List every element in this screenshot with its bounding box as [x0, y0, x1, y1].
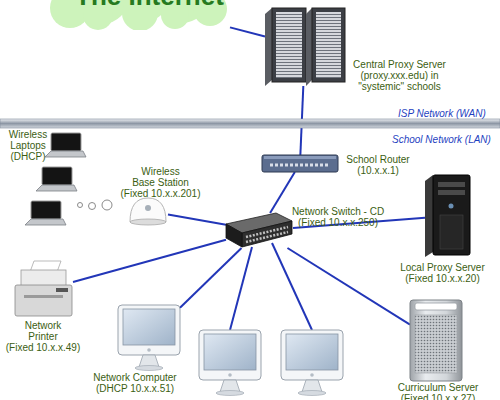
- device-label: The Internet: [75, 0, 275, 10]
- device-address: (10.x.x.1): [343, 165, 413, 176]
- device-label: Curriculum Server(Fixed 10.x.x.27): [378, 382, 498, 400]
- device-label: Local Proxy Server(Fixed 10.x.x.20): [385, 262, 500, 284]
- extra-wires: [230, 243, 312, 330]
- network-cable: [73, 240, 226, 282]
- router-icon: [262, 155, 338, 172]
- base-station-icon: [130, 198, 166, 225]
- device-name: Network Printer: [18, 320, 68, 342]
- network-label: ISP Network (WAN): [398, 108, 486, 119]
- device-name: The Internet: [75, 0, 275, 10]
- device-name: Curriculum Server: [378, 382, 498, 393]
- device-node: Local Proxy Server(Fixed 10.x.x.20): [425, 175, 470, 257]
- network-cable: [287, 248, 410, 325]
- device-name: Central Proxy Server: [347, 59, 452, 70]
- network-cable: [270, 172, 295, 213]
- device-node: School Router(10.x.x.1): [262, 155, 338, 172]
- device-label: Network Computer(DHCP 10.x.x.51): [75, 372, 195, 394]
- device-node: Central Proxy Server(proxy.xxx.edu) in "…: [265, 8, 345, 86]
- silver-server-icon: [410, 300, 462, 381]
- device-address: (Fixed 10.x.x.49): [0, 342, 86, 353]
- device-address: (proxy.xxx.edu) in "systemic" schools: [347, 70, 452, 92]
- cloud-node: The Internet: [40, 0, 230, 30]
- device-label: School Router(10.x.x.1): [343, 154, 413, 176]
- server-rack-icon: [265, 8, 345, 86]
- device-node: Network Computer(DHCP 10.x.x.51): [118, 305, 180, 371]
- device-address: (Fixed 10.x.x.201): [113, 188, 208, 199]
- network-band: [0, 119, 500, 128]
- device-address: (DHCP): [2, 151, 54, 162]
- device-node: Curriculum Server(Fixed 10.x.x.27): [410, 300, 462, 382]
- device-node: Network Printer(Fixed 10.x.x.49): [15, 262, 73, 318]
- device-name: Network Computer: [75, 372, 195, 383]
- device-name: Network Switch - CD: [288, 206, 388, 217]
- network-cable: [230, 27, 265, 36]
- device-address: (DHCP 10.x.x.51): [75, 383, 195, 394]
- device-label: Network Switch - CD(Fixed 10.x.x.250): [288, 206, 388, 228]
- device-label: Network Printer(Fixed 10.x.x.49): [0, 320, 86, 353]
- device-label: Central Proxy Server(proxy.xxx.edu) in "…: [347, 59, 452, 92]
- device-address: (Fixed 10.x.x.250): [288, 217, 388, 228]
- device-node: Wireless Laptops(DHCP): [25, 130, 87, 226]
- printer-icon: [15, 261, 72, 316]
- device-node: Wireless Base Station(Fixed 10.x.x.201): [128, 196, 168, 226]
- tower-server-icon: [425, 175, 470, 257]
- device-name: Wireless Base Station: [130, 166, 192, 188]
- network-label: School Network (LAN): [392, 134, 491, 145]
- switch-icon: [226, 213, 292, 247]
- device-name: Local Proxy Server: [385, 262, 500, 273]
- device-address: (Fixed 10.x.x.27): [378, 393, 498, 400]
- network-cable: [180, 248, 242, 308]
- device-address: (Fixed 10.x.x.20): [385, 273, 500, 284]
- device-label: Wireless Laptops(DHCP): [2, 129, 54, 162]
- device-name: School Router: [343, 154, 413, 165]
- device-node: Network Switch - CD(Fixed 10.x.x.250): [226, 213, 293, 248]
- device-name: Wireless Laptops: [2, 129, 54, 151]
- wireless-bubbles: [78, 200, 113, 210]
- network-cable: [168, 214, 226, 224]
- device-label: Wireless Base Station(Fixed 10.x.x.201): [113, 166, 208, 199]
